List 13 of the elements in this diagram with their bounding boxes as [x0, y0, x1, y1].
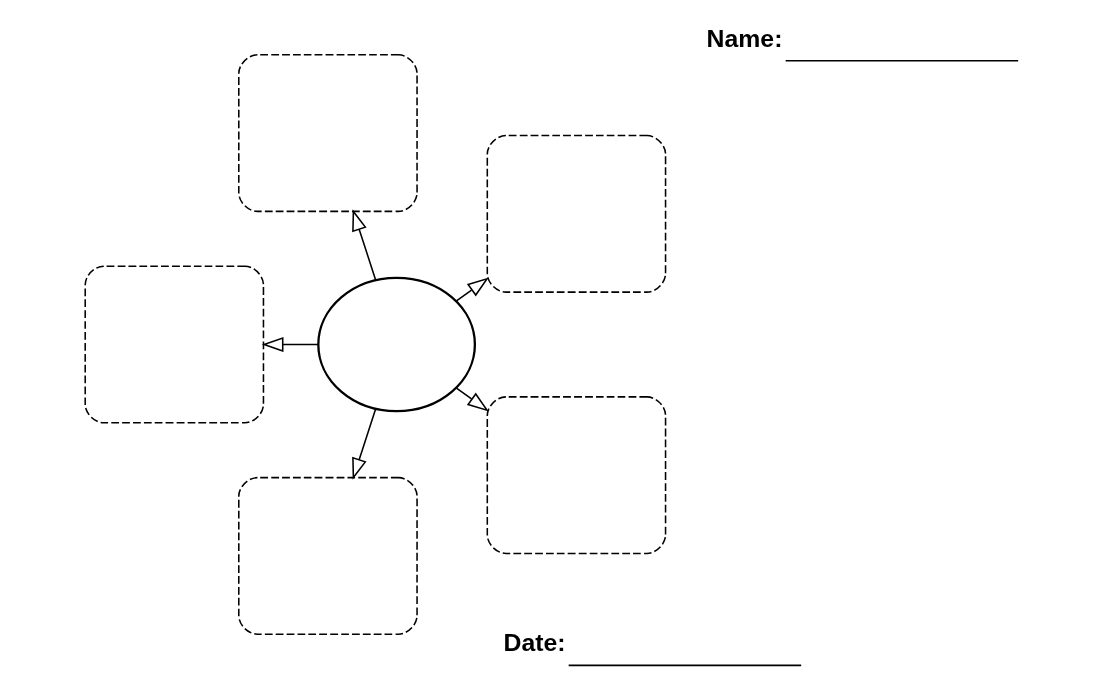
label: Date: [503, 629, 566, 657]
arrow [351, 408, 376, 480]
node-box [237, 54, 418, 213]
arrow [351, 209, 376, 281]
arrow [455, 277, 489, 302]
node-circle [316, 276, 476, 413]
node-box [83, 265, 264, 424]
node-box [237, 476, 418, 635]
node-box [486, 396, 666, 555]
arrow [261, 336, 319, 353]
node-box [486, 134, 666, 293]
label: Name: [706, 24, 782, 52]
arrow [455, 387, 489, 412]
